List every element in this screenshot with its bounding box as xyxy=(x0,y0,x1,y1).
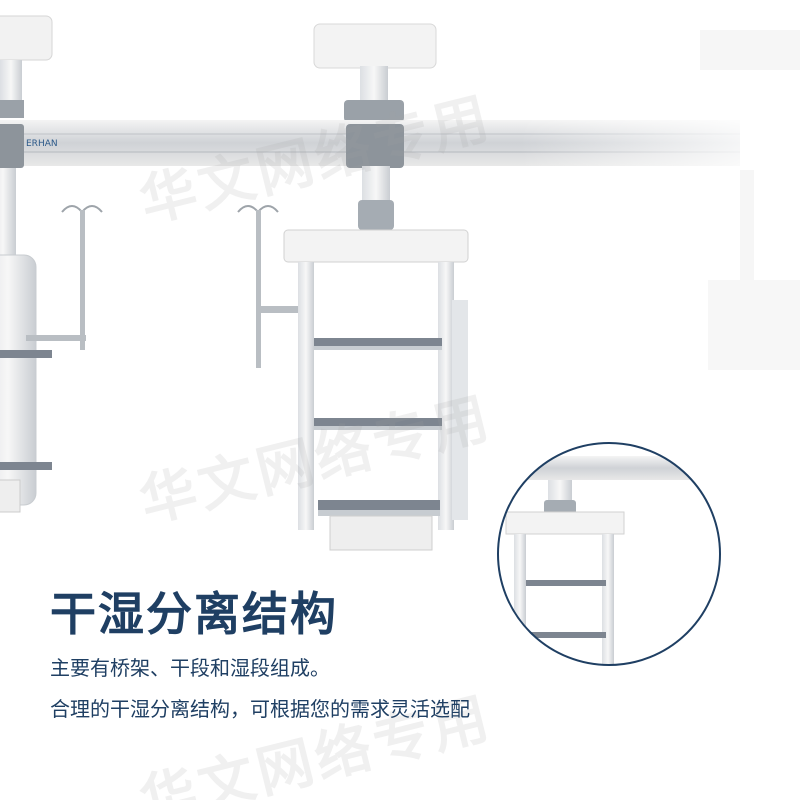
main-pendant xyxy=(283,166,469,551)
detail-zoom-circle xyxy=(497,442,721,666)
headline: 干湿分离结构 xyxy=(50,587,338,641)
left-pendant xyxy=(0,168,52,513)
bridge-beam xyxy=(0,110,800,180)
ceiling-mount-left xyxy=(0,15,53,118)
shelf xyxy=(314,418,442,430)
shelf xyxy=(314,338,442,350)
shelf xyxy=(318,500,440,516)
background-pendant xyxy=(700,30,800,370)
ceiling-mount-center xyxy=(313,23,437,122)
description-line-1: 主要有桥架、干段和湿段组成。 xyxy=(50,656,330,680)
iv-pole-left xyxy=(26,205,103,350)
description-line-2: 合理的干湿分离结构，可根据您的需求灵活选配 xyxy=(50,697,470,721)
iv-pole-center xyxy=(237,205,306,368)
brand-label: ERHAN xyxy=(26,139,58,149)
